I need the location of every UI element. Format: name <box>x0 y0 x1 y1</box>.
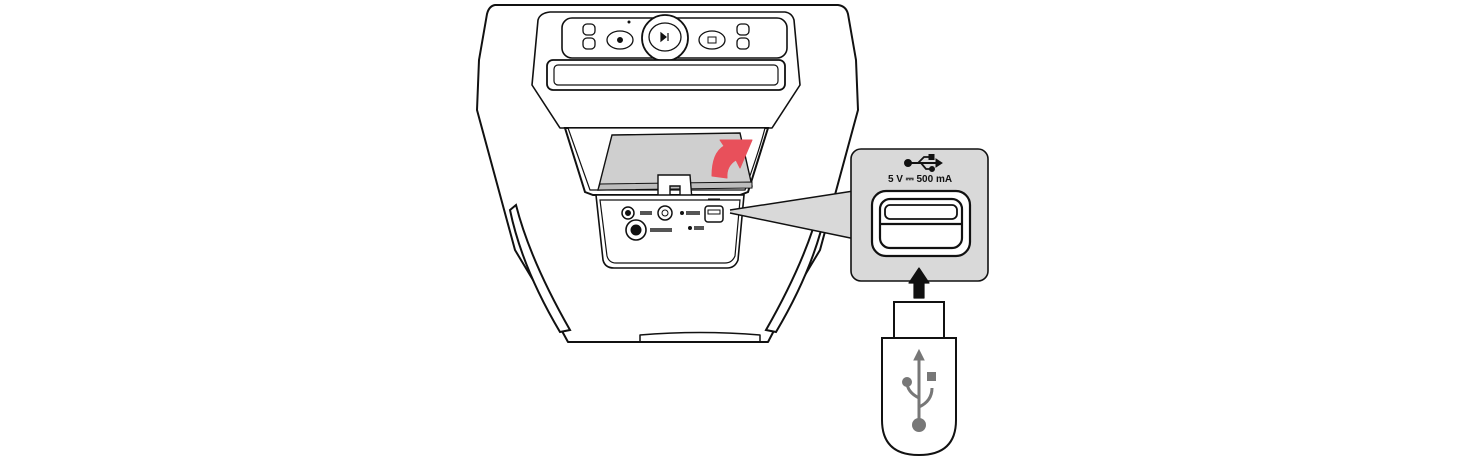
usb-port <box>704 198 724 223</box>
insert-arrow-icon <box>908 267 930 299</box>
top-control-panel <box>561 14 788 62</box>
usb-logo-icon <box>902 348 936 432</box>
carry-handle <box>546 59 786 91</box>
voltage-label: 5 V ⎓ 500 mA <box>888 174 952 185</box>
mode-icon <box>698 30 726 50</box>
light-icon <box>606 30 634 50</box>
aux-knob <box>657 205 704 230</box>
usb-trident-icon <box>904 154 943 172</box>
play-pause-icon <box>641 14 689 62</box>
power-icon <box>582 23 596 50</box>
usb-zoom-panel: 5 V ⎓ 500 mA <box>850 148 989 299</box>
bluetooth-icon <box>736 23 750 50</box>
lift-arrow <box>711 139 753 179</box>
mic-guitar-port <box>625 219 672 241</box>
callout-lines <box>729 189 861 241</box>
side-grille-right <box>764 203 828 334</box>
usb-flash-drive <box>881 301 957 457</box>
side-grille-left <box>508 203 572 334</box>
usb-port-enlarged <box>870 189 972 258</box>
aux-in-port <box>621 206 652 220</box>
